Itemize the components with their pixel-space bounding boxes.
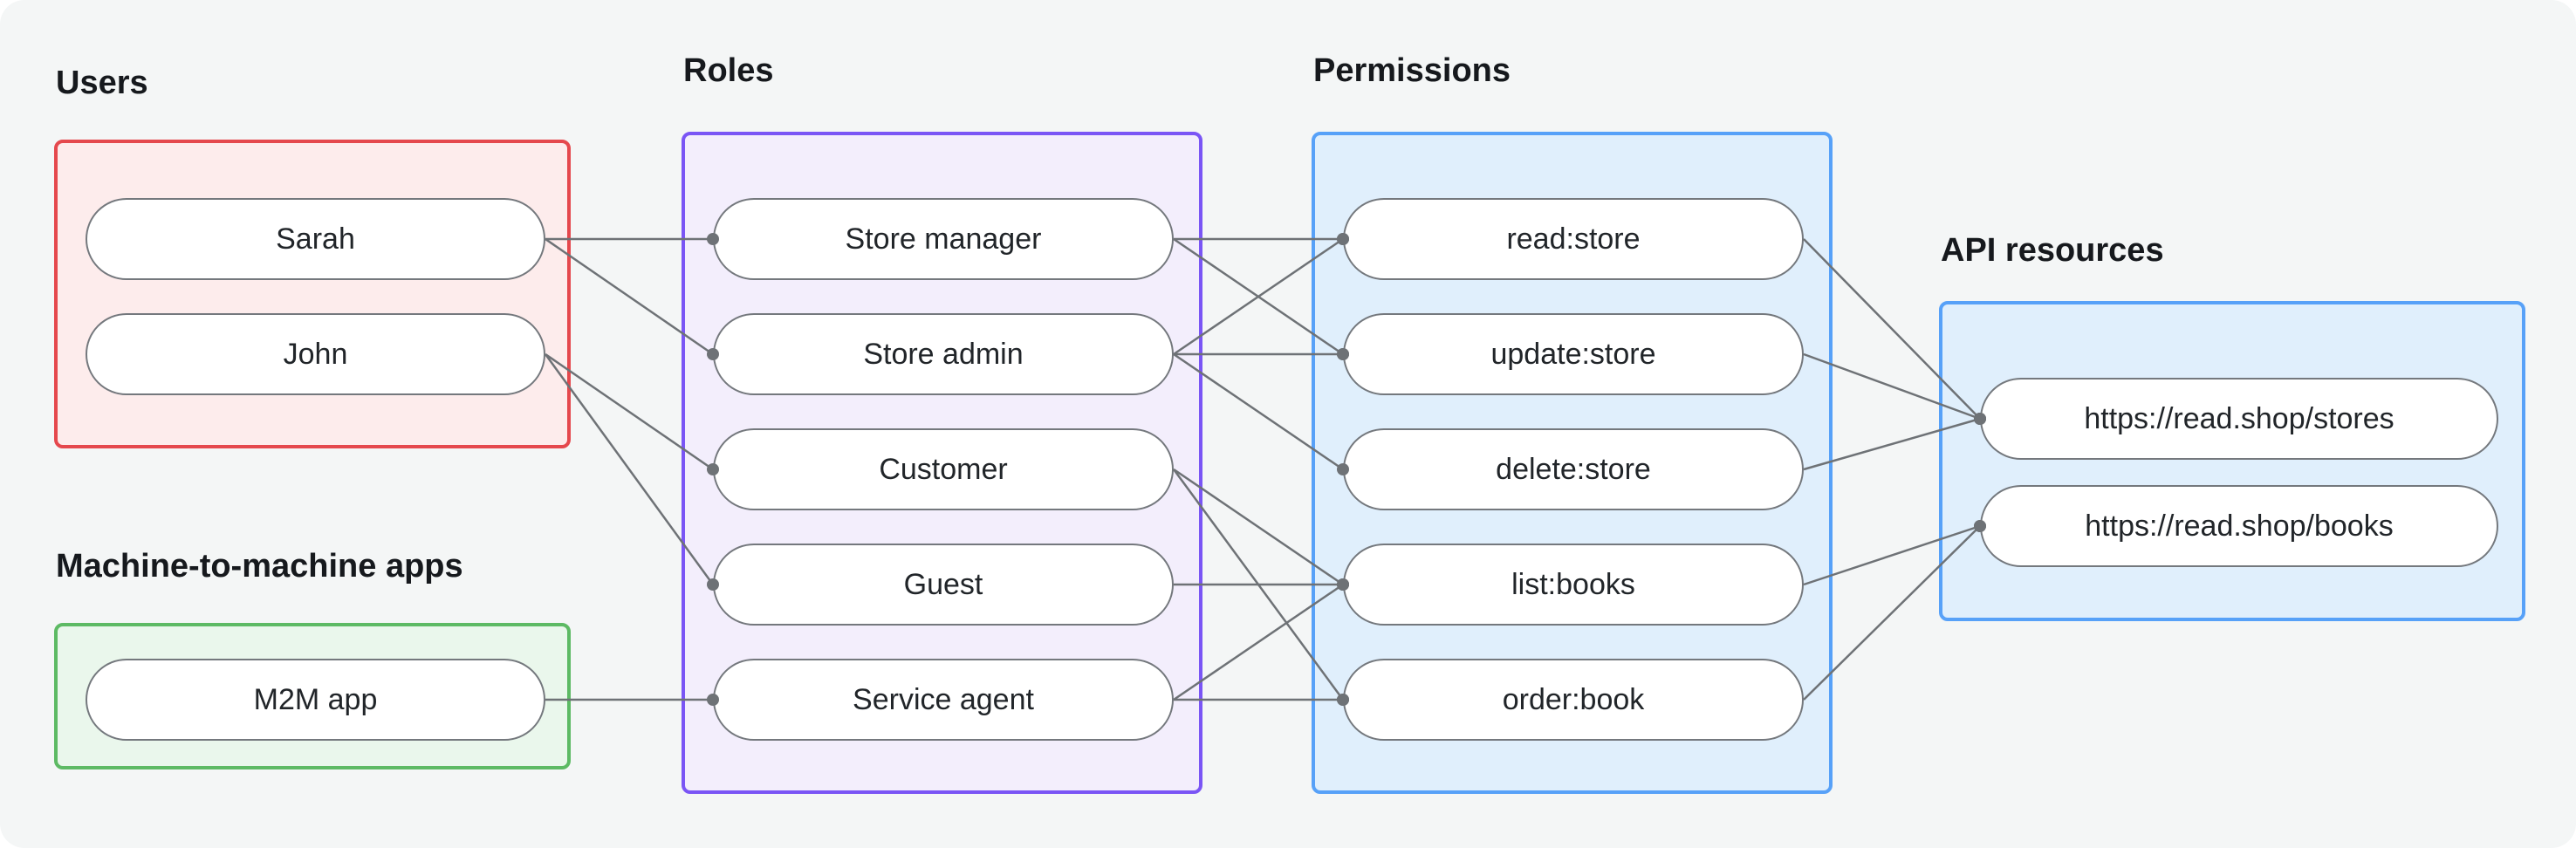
node-permission-delete-store: delete:store bbox=[1343, 428, 1804, 510]
node-m2m-app: M2M app bbox=[86, 659, 545, 741]
node-permission-update-store: update:store bbox=[1343, 313, 1804, 395]
roles-group-box: Store manager Store admin Customer Guest… bbox=[682, 132, 1202, 794]
node-role-store-manager: Store manager bbox=[713, 198, 1174, 280]
node-permission-list-books: list:books bbox=[1343, 544, 1804, 626]
users-group-title: Users bbox=[56, 65, 148, 101]
api-resources-group-box: https://read.shop/stores https://read.sh… bbox=[1939, 301, 2525, 621]
node-role-guest: Guest bbox=[713, 544, 1174, 626]
node-role-customer: Customer bbox=[713, 428, 1174, 510]
node-user-john: John bbox=[86, 313, 545, 395]
node-api-resource-stores: https://read.shop/stores bbox=[1980, 378, 2498, 460]
roles-group-title: Roles bbox=[683, 52, 774, 89]
permissions-group-title: Permissions bbox=[1313, 52, 1511, 89]
api-resources-group-title: API resources bbox=[1941, 232, 2164, 269]
node-user-sarah: Sarah bbox=[86, 198, 545, 280]
node-permission-read-store: read:store bbox=[1343, 198, 1804, 280]
node-role-store-admin: Store admin bbox=[713, 313, 1174, 395]
users-group-box: Sarah John bbox=[54, 140, 571, 448]
m2m-apps-group-title: Machine-to-machine apps bbox=[56, 548, 463, 585]
node-api-resource-books: https://read.shop/books bbox=[1980, 485, 2498, 567]
node-permission-order-book: order:book bbox=[1343, 659, 1804, 741]
m2m-apps-group-box: M2M app bbox=[54, 623, 571, 769]
permissions-group-box: read:store update:store delete:store lis… bbox=[1312, 132, 1833, 794]
node-role-service-agent: Service agent bbox=[713, 659, 1174, 741]
